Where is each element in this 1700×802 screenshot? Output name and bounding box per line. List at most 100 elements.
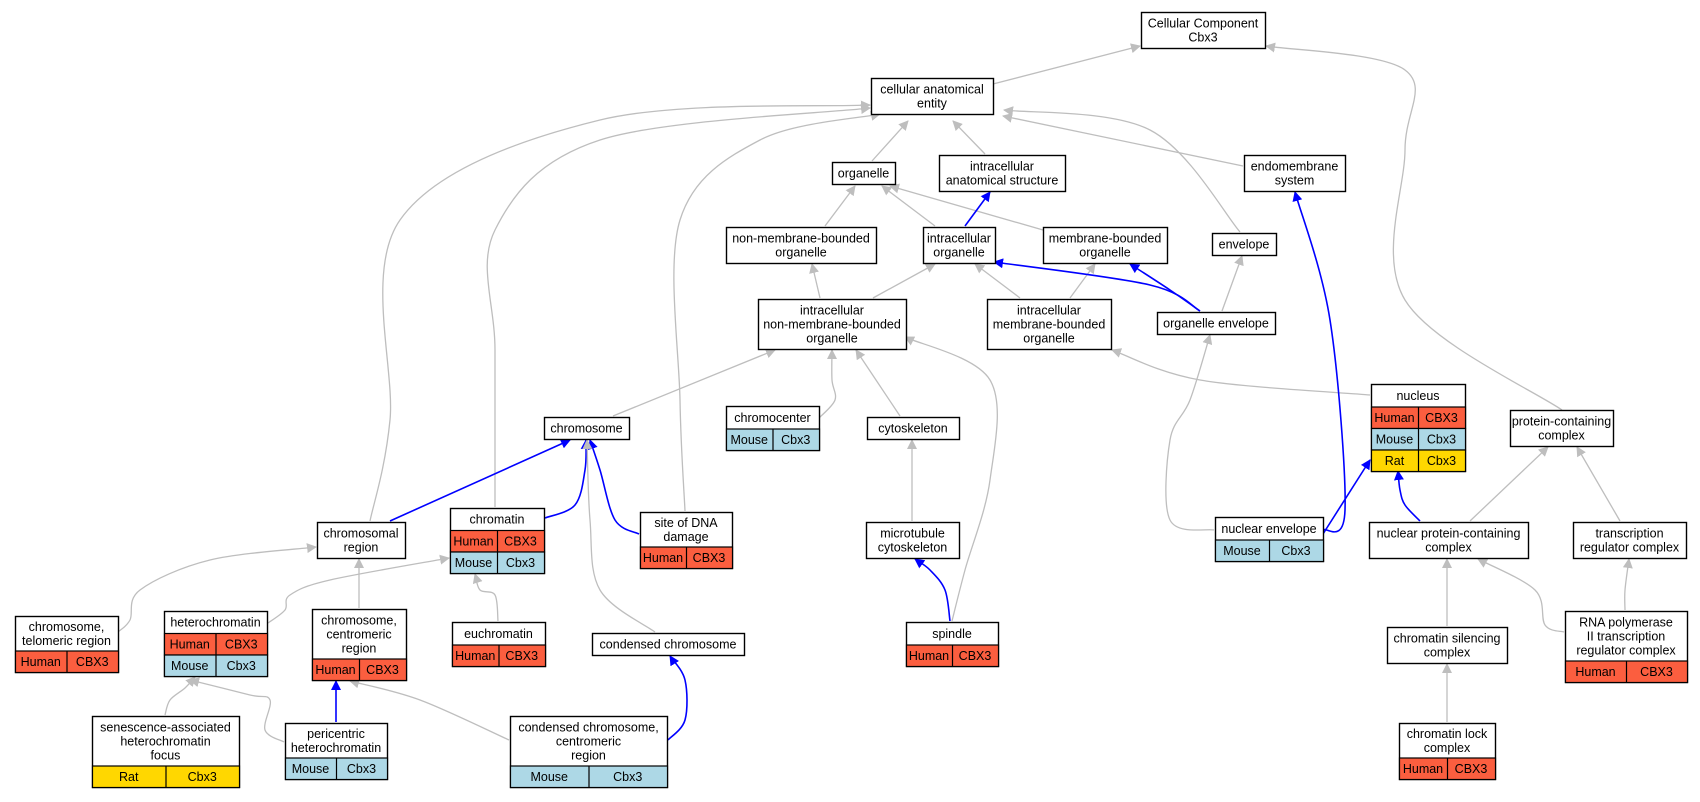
- node-label: heterochromatin: [291, 741, 381, 755]
- node-box: [922, 226, 997, 265]
- node-label: complex: [1424, 741, 1471, 755]
- edge-is-a-envelope-to-cellular-anatomical-entity: [1003, 106, 1241, 233]
- node-label: chromosome: [550, 422, 622, 436]
- node-cytoskeleton[interactable]: cytoskeleton: [866, 416, 961, 441]
- node-label: region: [571, 748, 606, 762]
- node-label: regulator complex: [1580, 541, 1680, 555]
- node-intracellular-nmbo[interactable]: intracellularnon-membrane-boundedorganel…: [757, 298, 908, 351]
- edge-is-a-intracellular-nmbo-to-intracellular-organelle: [872, 263, 936, 299]
- node-label: cytoskeleton: [878, 422, 948, 436]
- edge-is-a-condensed-chromosome-to-chromosome: [582, 439, 656, 633]
- node-label: envelope: [1219, 238, 1270, 252]
- node-label: endomembrane: [1251, 160, 1339, 174]
- node-label: RNA polymerase: [1579, 615, 1673, 629]
- node-box: [1140, 11, 1267, 50]
- edge-part-of-condensed-chromosome-centromeric-region-to-condensed-chromosome: [667, 655, 688, 741]
- species-name: Human: [1403, 762, 1443, 776]
- node-label: pericentric: [307, 727, 365, 741]
- node-organelle-envelope[interactable]: organelle envelope: [1156, 311, 1277, 336]
- node-box: [591, 632, 746, 657]
- node-label: damage: [663, 530, 708, 544]
- node-label: senescence-associated: [100, 720, 231, 734]
- node-box: [938, 154, 1067, 193]
- node-label: chromatin silencing: [1394, 632, 1501, 646]
- node-box: [1509, 409, 1615, 448]
- node-label: condensed chromosome: [600, 638, 737, 652]
- species-name: Rat: [119, 770, 139, 784]
- edge-part-of-nuclear-envelope-to-endomembrane-system: [1292, 191, 1346, 533]
- node-label: system: [1275, 174, 1315, 188]
- node-label: microtubule: [880, 527, 945, 541]
- gene-symbol: CBX3: [1425, 411, 1458, 425]
- node-label: nuclear envelope: [1221, 522, 1316, 536]
- edge-is-a-intracellular-organelle-to-organelle: [881, 185, 936, 227]
- edge-is-a-condensed-chromosome-centromeric-region-to-chromosome-centromeric-region: [349, 678, 510, 741]
- gene-symbol: Cbx3: [1281, 544, 1310, 558]
- node-label: cytoskeleton: [878, 541, 948, 555]
- node-label: membrane-bounded: [1049, 232, 1162, 246]
- edge-is-a-rna-pol-ii-trc-to-nuclear-protein-containing-complex: [1477, 558, 1565, 633]
- species-name: Human: [315, 663, 355, 677]
- species-name: Mouse: [292, 762, 330, 776]
- node-condensed-chromosome-centromeric-region[interactable]: condensed chromosome,centromericregionMo…: [509, 715, 669, 789]
- gene-symbol: CBX3: [693, 551, 726, 565]
- species-name: Human: [909, 649, 949, 663]
- species-name: Mouse: [1376, 432, 1414, 446]
- edge-part-of-chromatin-to-chromosome: [544, 439, 591, 519]
- node-label: transcription: [1595, 527, 1663, 541]
- node-label: heterochromatin: [170, 616, 260, 630]
- node-label: complex: [1538, 429, 1585, 443]
- edge-is-a-chromosome-to-intracellular-nmbo: [612, 348, 776, 417]
- node-envelope[interactable]: envelope: [1211, 232, 1278, 257]
- node-chromosome[interactable]: chromosome: [543, 416, 631, 441]
- species-name: Human: [170, 637, 210, 651]
- edge-is-a-chromocenter-to-intracellular-nmbo: [818, 349, 837, 419]
- node-organelle[interactable]: organelle: [831, 161, 897, 186]
- node-label: protein-containing: [1512, 415, 1611, 429]
- gene-symbol: Cbx3: [1427, 454, 1456, 468]
- node-label: condensed chromosome,: [518, 720, 658, 734]
- node-box: [543, 416, 631, 441]
- edge-is-a-pericentric-heterochromatin-to-heterochromatin: [189, 677, 285, 743]
- node-condensed-chromosome[interactable]: condensed chromosome: [591, 632, 746, 657]
- node-label: cellular anatomical: [880, 83, 984, 97]
- edge-part-of-intracellular-organelle-to-intracellular-anatomical-structure: [964, 191, 991, 227]
- node-box: [986, 298, 1113, 351]
- node-box: [865, 521, 961, 560]
- node-label: II transcription: [1587, 629, 1666, 643]
- edge-is-a-heterochromatin-to-chromatin: [267, 554, 450, 624]
- species-name: Human: [455, 649, 495, 663]
- node-label: region: [344, 541, 379, 555]
- node-label: chromosome,: [321, 613, 397, 627]
- node-label: nucleus: [1396, 389, 1439, 403]
- node-sahf[interactable]: senescence-associatedheterochromatinfocu…: [91, 715, 241, 789]
